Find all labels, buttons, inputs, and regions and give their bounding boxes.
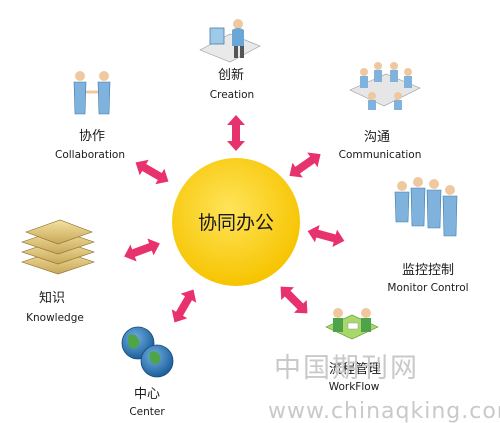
node-collaboration: 协作 Collaboration [55,71,125,161]
node-center-en: Center [129,406,165,418]
node-creation-en: Creation [210,89,254,101]
node-center: 中心 Center [121,326,174,418]
watermark-url: www.chinaqking.com [268,399,500,423]
watermark: 中国期刊网 www.chinaqking.com [268,353,500,423]
meeting-icon [349,62,421,110]
node-communication: 沟通 Communication [339,62,422,161]
arrow-communication [289,152,321,178]
handshake-icon [73,71,111,115]
node-knowledge-cn: 知识 [39,290,65,306]
node-collaboration-en: Collaboration [55,149,125,161]
arrow-workflow [280,286,308,314]
watermark-cn: 中国期刊网 [274,353,419,384]
hub: 协同办公 [172,158,300,286]
node-creation: 创新 Creation [199,19,261,101]
desk-worker-icon [199,19,261,63]
globe-icon [121,326,174,378]
node-workflow-cn: 流程管理 [329,362,381,377]
arrow-knowledge [124,238,160,262]
connector-arrows [124,115,345,323]
hub-circle [172,158,300,286]
node-knowledge-en: Knowledge [26,312,84,324]
node-workflow-en: WorkFlow [329,381,380,393]
books-icon [21,219,95,275]
node-collaboration-cn: 协作 [79,129,105,144]
arrow-collaboration [135,159,169,185]
node-monitor: 监控控制 Monitor Control [387,177,469,294]
hub-label: 协同办公 [198,212,274,234]
arrow-monitor [307,224,345,248]
node-monitor-cn: 监控控制 [402,263,454,278]
node-creation-cn: 创新 [218,67,244,83]
arrow-center [171,289,197,323]
arrow-creation [227,115,245,151]
node-knowledge: 知识 Knowledge [21,219,95,324]
node-communication-cn: 沟通 [364,130,390,145]
node-monitor-en: Monitor Control [387,282,468,294]
teamwork-icon [325,308,379,340]
node-workflow: 流程管理 WorkFlow [325,308,381,393]
node-communication-en: Communication [339,149,422,161]
people-group-icon [394,177,458,237]
node-center-cn: 中心 [134,387,160,402]
